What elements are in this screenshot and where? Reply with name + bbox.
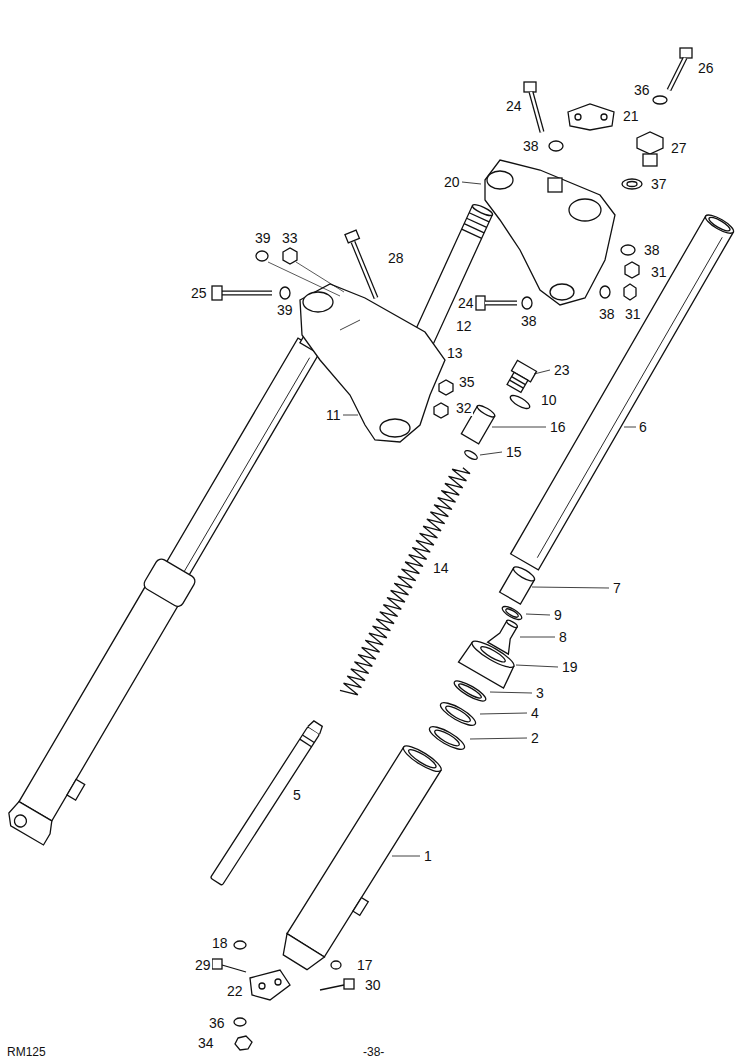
callout-number: 38 — [598, 306, 616, 322]
callout-number: 24 — [457, 295, 475, 311]
callout-number: 29 — [194, 957, 212, 973]
callout-number: 9 — [553, 607, 563, 623]
callout-number: 24 — [505, 98, 523, 114]
callout-number: 36 — [208, 1015, 226, 1031]
callout-number: 20 — [443, 174, 461, 190]
callout-number: 26 — [697, 60, 715, 76]
outer-leg — [276, 742, 450, 978]
callout-number: 34 — [197, 1035, 215, 1051]
callout-number: 36 — [633, 82, 651, 98]
callout-number: 14 — [432, 560, 450, 576]
callout-number: 32 — [455, 400, 473, 416]
callout-number: 7 — [612, 580, 622, 596]
callout-number: 1 — [423, 848, 433, 864]
callout-number: 4 — [530, 705, 540, 721]
callout-number: 21 — [622, 108, 640, 124]
callout-number: 31 — [624, 306, 642, 322]
callout-number: 33 — [281, 230, 299, 246]
callout-number: 39 — [254, 230, 272, 246]
model-code: RM125 — [6, 1044, 47, 1060]
callout-number: 39 — [276, 302, 294, 318]
callout-number: 15 — [505, 444, 523, 460]
page-number: -38- — [362, 1044, 385, 1060]
callout-number: 28 — [387, 250, 405, 266]
callout-number: 31 — [650, 264, 668, 280]
callout-number: 19 — [561, 659, 579, 675]
callout-number: 35 — [458, 374, 476, 390]
callout-number: 30 — [364, 977, 382, 993]
leader-lines — [343, 182, 636, 856]
callout-number: 11 — [325, 407, 342, 423]
callout-number: 17 — [356, 957, 374, 973]
upper-bracket — [485, 160, 615, 305]
lower-bracket — [300, 284, 445, 442]
callout-number: 10 — [540, 392, 558, 408]
callout-number: 23 — [553, 362, 571, 378]
callout-number: 2 — [530, 730, 540, 746]
callout-number: 22 — [226, 983, 244, 999]
callout-number: 3 — [535, 685, 545, 701]
callout-number: 38 — [643, 242, 661, 258]
callout-number: 25 — [190, 285, 208, 301]
callout-number: 38 — [520, 313, 538, 329]
callout-number: 18 — [211, 935, 229, 951]
callout-number: 13 — [446, 345, 464, 361]
callout-number: 38 — [522, 138, 540, 154]
callout-number: 5 — [292, 787, 302, 803]
callout-number: 16 — [549, 419, 567, 435]
callout-number: 12 — [455, 318, 473, 334]
callout-number: 37 — [650, 176, 668, 192]
callout-number: 8 — [558, 629, 568, 645]
callout-number: 27 — [670, 140, 688, 156]
damper-rod — [210, 720, 324, 886]
fork-spring — [340, 464, 471, 699]
callout-number: 6 — [638, 419, 648, 435]
